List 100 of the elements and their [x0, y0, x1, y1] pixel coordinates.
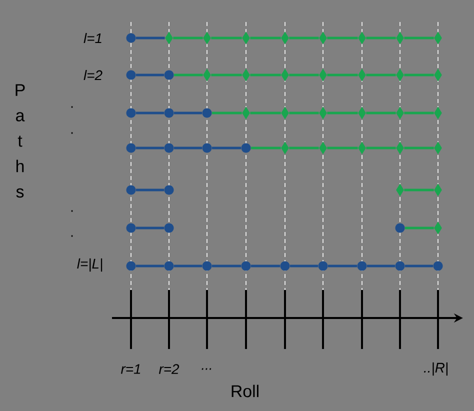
path-segment — [366, 36, 396, 40]
path-segment — [366, 74, 396, 76]
dot — [357, 261, 367, 271]
diamond-marker — [281, 32, 289, 44]
dot — [202, 261, 212, 271]
diamond-marker — [319, 106, 327, 120]
diamond-marker — [434, 68, 442, 82]
path-segment — [327, 74, 358, 76]
path-segment — [250, 36, 281, 40]
row-label: l=2 — [84, 70, 102, 80]
diamond-marker — [434, 222, 442, 234]
path-segment — [404, 112, 434, 114]
dot — [164, 70, 174, 80]
path-segment — [212, 112, 242, 114]
dot — [126, 261, 136, 271]
diamond-marker — [358, 142, 366, 154]
path-segment — [250, 264, 280, 268]
dot — [202, 108, 212, 118]
path-segment — [136, 188, 164, 192]
path-segment — [173, 36, 203, 40]
path-segment — [327, 146, 358, 150]
diamond-marker — [358, 106, 366, 120]
path-segment — [404, 36, 434, 40]
diamond-marker — [319, 32, 327, 44]
diamond-marker — [281, 142, 289, 154]
diamond-marker — [319, 142, 327, 154]
diamond-marker — [396, 184, 404, 196]
diamond-marker — [396, 68, 404, 82]
path-segment — [404, 74, 434, 76]
tick-label: ..|R| — [424, 362, 448, 376]
diamond-marker — [281, 68, 289, 82]
dot — [202, 143, 212, 153]
dots: . — [71, 106, 73, 108]
path-segment — [366, 146, 396, 150]
dot — [164, 185, 174, 195]
dot — [126, 70, 136, 80]
path-segment — [327, 36, 358, 40]
path-segment — [174, 264, 202, 268]
dot — [126, 143, 136, 153]
diamond-marker — [358, 68, 366, 82]
path-segment — [404, 264, 434, 268]
dot — [241, 143, 251, 153]
diamond-marker — [203, 68, 211, 82]
path-segment — [136, 226, 164, 230]
path-segment — [289, 112, 319, 114]
path-segment — [136, 36, 165, 40]
dots: . — [71, 210, 73, 212]
path-segment — [404, 226, 434, 230]
path-segment — [366, 112, 396, 114]
path-segment — [174, 74, 203, 76]
tick-label: r=1 — [120, 364, 140, 374]
path-segment — [136, 74, 164, 76]
diamond-marker — [434, 142, 442, 154]
diamond-marker — [396, 32, 404, 44]
diamond-marker — [165, 32, 173, 44]
diamond-marker — [434, 184, 442, 196]
dot — [126, 185, 136, 195]
dot — [318, 261, 328, 271]
dot — [395, 223, 405, 233]
dot — [433, 261, 443, 271]
path-segment — [212, 264, 242, 268]
path-segment — [404, 188, 434, 192]
axis-title: Paths — [16, 84, 25, 198]
path-segment — [289, 146, 319, 150]
dot — [164, 108, 174, 118]
row-label: l=|L| — [77, 258, 102, 272]
path-segment — [136, 146, 164, 150]
dot — [164, 143, 174, 153]
path-segment — [250, 112, 281, 114]
diamond-marker — [242, 106, 250, 120]
dots: . — [71, 235, 73, 237]
path-segment — [136, 264, 164, 268]
diamond-marker — [281, 106, 289, 120]
diamond-marker — [434, 32, 442, 44]
path-segment — [174, 146, 202, 150]
diamond-marker — [396, 106, 404, 120]
path-segment — [174, 112, 202, 114]
path-segment — [250, 146, 281, 150]
axis-title: Roll — [232, 384, 258, 398]
path-segment — [328, 264, 358, 268]
dot — [126, 223, 136, 233]
tick-label: ... — [202, 368, 212, 370]
path-segment — [211, 74, 242, 76]
dot — [126, 33, 136, 43]
path-segment — [250, 74, 281, 76]
row-label: l=1 — [84, 32, 102, 44]
path-segment — [211, 36, 242, 40]
dots: . — [71, 132, 73, 134]
dot — [126, 108, 136, 118]
diamond-marker — [242, 68, 250, 82]
dot — [241, 261, 251, 271]
path-segment — [327, 112, 358, 114]
path-segment — [136, 112, 164, 114]
diamond-marker — [358, 32, 366, 44]
path-segment — [404, 146, 434, 150]
path-segment — [366, 264, 396, 268]
diamond-marker — [242, 32, 250, 44]
path-segment — [289, 74, 319, 76]
diamond-marker — [434, 106, 442, 120]
tick-label: r=2 — [158, 364, 180, 374]
